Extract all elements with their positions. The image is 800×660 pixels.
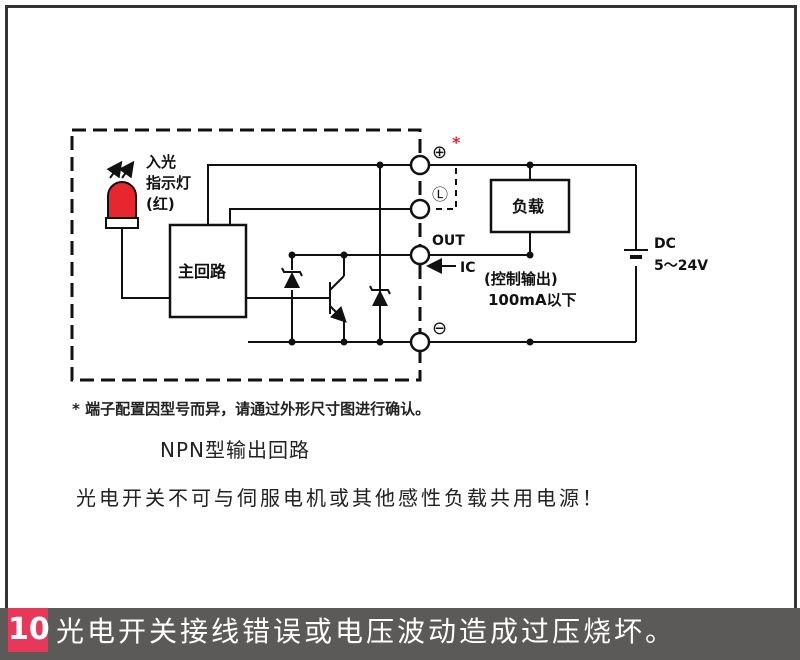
led-label-line1: 入光 (146, 153, 176, 171)
led-label-line2: 指示灯 (146, 174, 191, 192)
npn-transistor-icon (329, 255, 347, 342)
load-label: 负载 (512, 197, 544, 216)
terminal-light-symbol: Ⓛ (432, 185, 448, 204)
current-limit-label: 100mA以下 (488, 291, 577, 309)
optional-link (432, 168, 457, 210)
caption-banner (0, 608, 800, 660)
power-warning: 光电开关不可与伺服电机或其他感性负载共用电源！ (76, 486, 605, 510)
npn-circuit-diagram: 入光 指示灯 (红) 主回路 (70, 128, 708, 382)
terminal-minus (409, 331, 431, 353)
ic-label: IC (460, 260, 475, 276)
voltage-label: 5～24V (654, 258, 708, 274)
terminal-minus-symbol: ⊖ (432, 318, 447, 339)
diagram-frame (5, 5, 797, 611)
terminal-note: * 端子配置因型号而异，请通过外形尺寸图进行确认。 (72, 400, 431, 418)
zener-diode-right-icon (369, 285, 391, 306)
internal-wiring (121, 164, 420, 343)
main-circuit-box (168, 223, 248, 319)
load-box (489, 178, 571, 234)
caption-number: 10 (8, 608, 50, 652)
terminal-out (409, 244, 431, 266)
junction-dots (288, 161, 534, 346)
terminals (409, 154, 431, 353)
external-wiring (429, 164, 637, 343)
caption-text: 光电开关接线错误或电压波动造成过压烧坏。 (56, 615, 677, 648)
indicator-led-icon (105, 160, 139, 229)
main-circuit-label: 主回路 (178, 262, 227, 281)
circuit-subtitle: NPN型输出回路 (160, 438, 310, 462)
terminal-asterisk: * (452, 133, 461, 152)
terminal-plus (409, 154, 431, 176)
dc-label: DC (654, 236, 676, 252)
zener-diode-left-icon (281, 267, 303, 288)
terminal-out-label: OUT (432, 233, 465, 249)
led-label-line3: (红) (146, 195, 175, 213)
control-output-label: (控制输出) (484, 270, 558, 288)
terminal-plus-symbol: ⊕ (432, 142, 447, 163)
dc-battery-icon (624, 249, 648, 259)
terminal-light (409, 198, 431, 220)
